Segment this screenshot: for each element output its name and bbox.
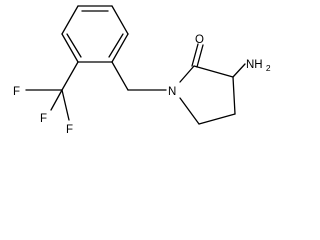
fluorine-label-1: F (13, 86, 20, 98)
c3-to-c4-bond (232, 76, 236, 115)
ring-to-cf3-bond (61, 61, 79, 91)
carbonyl-double-bond (191, 43, 199, 67)
ring-bond (61, 33, 79, 63)
ring-to-ch2-bond (111, 61, 129, 91)
carbonyl-to-c3-bond (193, 65, 234, 78)
ring-double-bond (66, 33, 82, 58)
nitrogen-label: N (168, 86, 176, 98)
structure-diagram: F F F O N NH 2 (13, 5, 271, 136)
c4-to-c5-bond (198, 113, 236, 125)
amine-subscript: 2 (266, 63, 271, 73)
ring-double-bond (108, 33, 124, 58)
c-f-bond (61, 89, 70, 121)
c5-to-n-bond (179, 97, 200, 125)
ring-bond (111, 5, 129, 35)
pyrrolidinone-ring: O N (168, 34, 246, 125)
benzene-ring (61, 5, 129, 63)
carbonyl-double-bond (196, 44, 204, 68)
trifluoromethyl-group: F F F (13, 61, 79, 136)
amine-label: NH 2 (246, 59, 271, 73)
c-f-bond (50, 89, 63, 111)
benzyl-linker (111, 61, 167, 91)
fluorine-label-3: F (40, 113, 47, 125)
c3-to-amine-bond (232, 63, 246, 78)
fluorine-label-2: F (66, 124, 73, 136)
ring-bond (111, 33, 129, 63)
ring-bond (61, 5, 79, 35)
n-to-carbonyl-bond (179, 65, 195, 83)
oxygen-label: O (195, 34, 204, 46)
